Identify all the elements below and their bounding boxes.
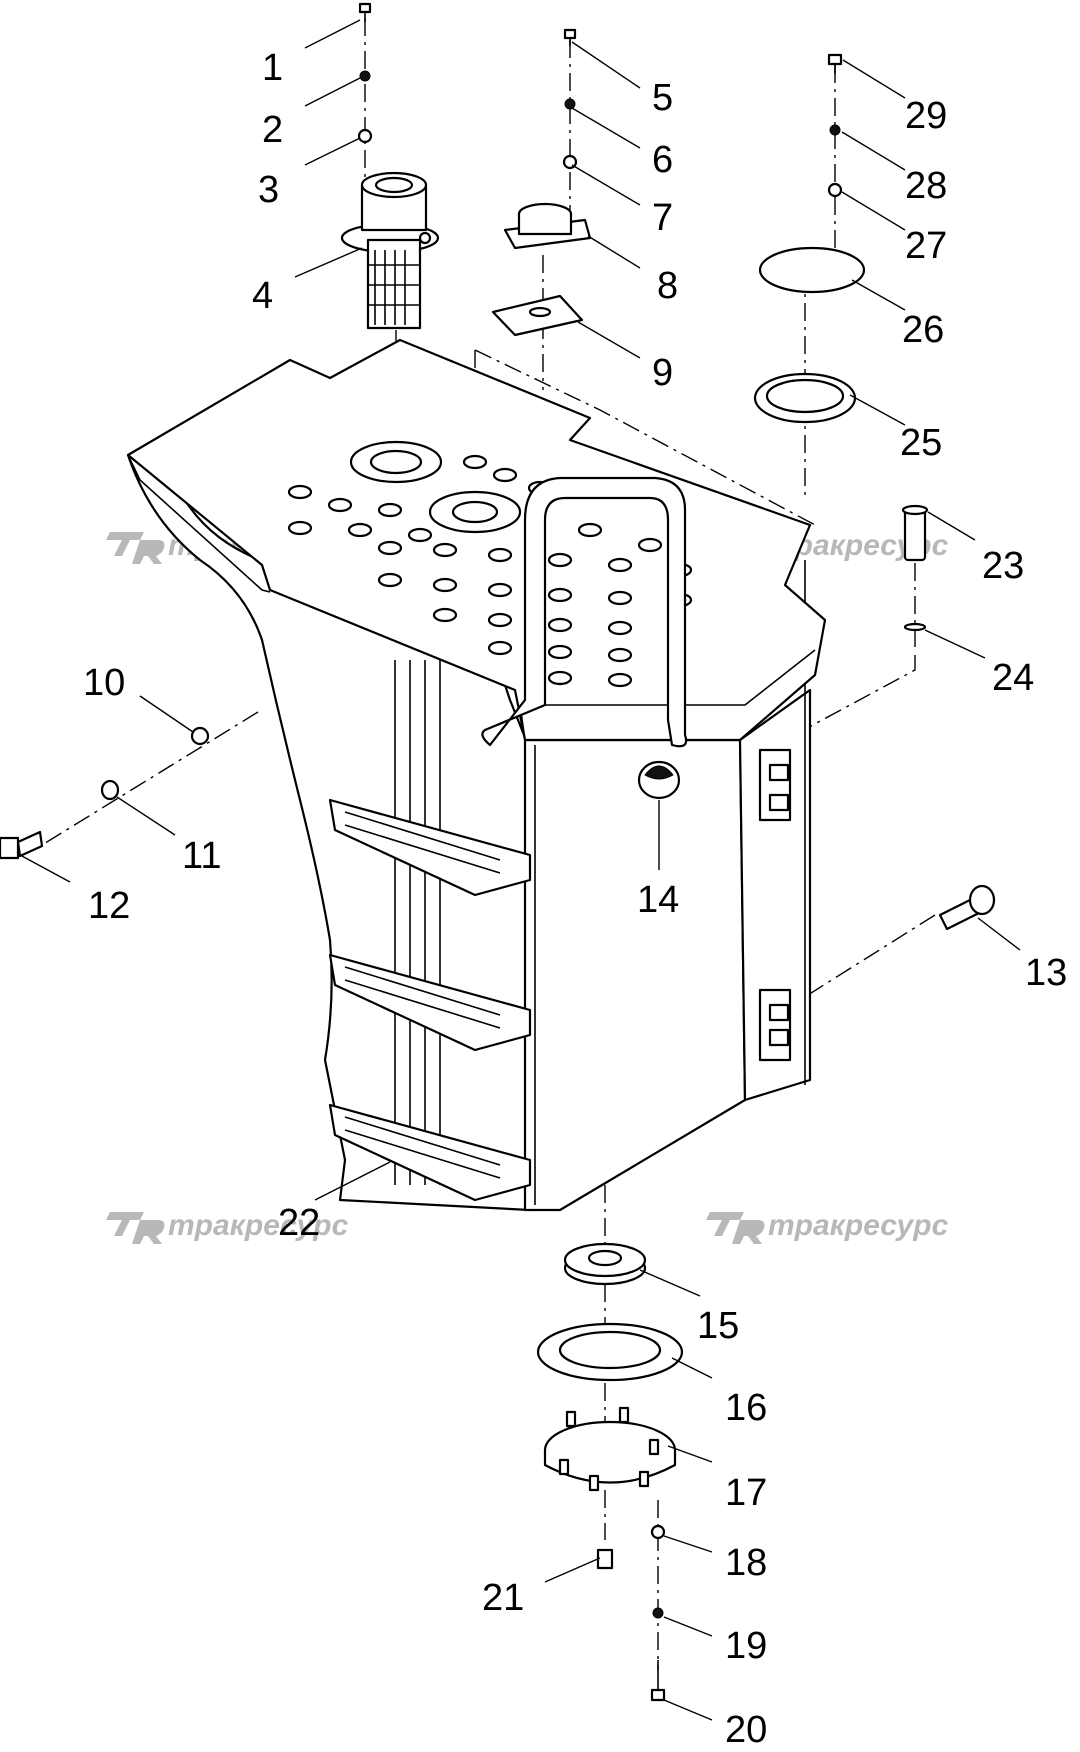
callout-1: 1 bbox=[262, 47, 283, 89]
callout-19: 19 bbox=[725, 1625, 767, 1667]
deck-rivets bbox=[287, 454, 693, 688]
part-20-bolt bbox=[650, 1660, 666, 1702]
part-3-washer bbox=[357, 128, 373, 144]
leader-lines bbox=[19, 19, 1021, 1721]
part-23-pin bbox=[901, 504, 929, 562]
part-17-drain-cover bbox=[543, 1406, 677, 1492]
tr-logo-icon bbox=[106, 1212, 165, 1244]
ladder-steps bbox=[328, 798, 532, 1202]
part-18-washer bbox=[650, 1524, 666, 1540]
callout-28: 28 bbox=[905, 165, 947, 207]
part-5-bolt bbox=[563, 28, 577, 46]
part-24-ring bbox=[903, 622, 927, 632]
callout-24: 24 bbox=[992, 657, 1034, 699]
part-1-bolt bbox=[358, 2, 372, 22]
callout-22: 22 bbox=[278, 1202, 320, 1244]
callout-16: 16 bbox=[725, 1387, 767, 1429]
fuel-tank-body bbox=[126, 338, 827, 1212]
part-29-bolt bbox=[827, 53, 843, 74]
callout-7: 7 bbox=[652, 197, 673, 239]
callout-23: 23 bbox=[982, 545, 1024, 587]
part-9-gasket bbox=[491, 294, 584, 337]
callout-8: 8 bbox=[657, 265, 678, 307]
part-6-lock-washer bbox=[564, 98, 576, 110]
callout-25: 25 bbox=[900, 422, 942, 464]
callout-numbers: 1 2 3 4 5 6 7 8 9 10 11 12 13 14 15 16 1… bbox=[83, 47, 1067, 1751]
part-8-breather-cap bbox=[503, 202, 592, 250]
part-26-cover-plate bbox=[758, 246, 866, 294]
part-21-drain-plug bbox=[596, 1548, 614, 1570]
callout-17: 17 bbox=[725, 1472, 767, 1514]
part-13-hinge-pin bbox=[938, 884, 996, 931]
callout-10: 10 bbox=[83, 662, 125, 704]
callout-15: 15 bbox=[697, 1305, 739, 1347]
callout-21: 21 bbox=[482, 1577, 524, 1619]
callout-20: 20 bbox=[725, 1709, 767, 1751]
part-12-bolt bbox=[0, 830, 44, 860]
part-2-lock-washer bbox=[359, 70, 371, 82]
tr-logo-icon bbox=[106, 532, 165, 564]
part-28-lock-washer bbox=[829, 124, 841, 136]
callout-2: 2 bbox=[262, 109, 283, 151]
watermark-text: тракресурс bbox=[168, 1209, 349, 1242]
watermark-bottom-right: тракресурс bbox=[706, 1209, 949, 1244]
watermark-bottom-left: тракресурс bbox=[106, 1209, 349, 1244]
callout-6: 6 bbox=[652, 139, 673, 181]
part-15-reducer-ring bbox=[563, 1242, 647, 1286]
callout-9: 9 bbox=[652, 352, 673, 394]
callout-3: 3 bbox=[258, 169, 279, 211]
part-19-lock-washer bbox=[652, 1607, 664, 1619]
callout-4: 4 bbox=[252, 275, 273, 317]
callout-13: 13 bbox=[1025, 952, 1067, 994]
callout-11: 11 bbox=[182, 835, 221, 877]
callout-27: 27 bbox=[905, 225, 947, 267]
part-25-gasket bbox=[753, 372, 857, 424]
part-11-washer bbox=[100, 779, 120, 801]
part-27-washer bbox=[827, 182, 843, 198]
watermark-text: тракресурс bbox=[768, 1209, 949, 1242]
callout-18: 18 bbox=[725, 1542, 767, 1584]
part-16-gasket bbox=[536, 1322, 684, 1382]
part-4-filler-strainer bbox=[340, 171, 440, 330]
callout-29: 29 bbox=[905, 95, 947, 137]
callout-12: 12 bbox=[88, 885, 130, 927]
part-10-washer bbox=[190, 726, 210, 746]
callout-26: 26 bbox=[902, 309, 944, 351]
tr-logo-icon bbox=[706, 1212, 765, 1244]
callout-14: 14 bbox=[637, 879, 679, 921]
callout-5: 5 bbox=[652, 77, 673, 119]
